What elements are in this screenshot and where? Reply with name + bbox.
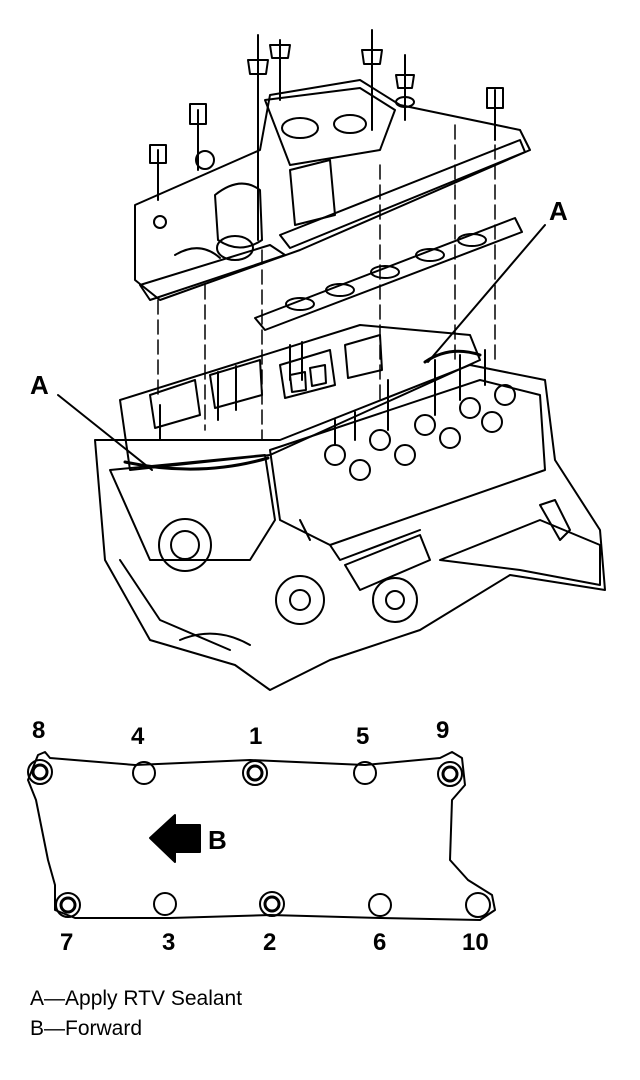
bolt-number: 1 bbox=[249, 723, 262, 750]
bolt-number: 6 bbox=[373, 929, 386, 956]
legend-item-rtv: A—Apply RTV Sealant bbox=[30, 984, 242, 1014]
bolt-number: 8 bbox=[32, 717, 45, 744]
legend-text: —Apply RTV Sealant bbox=[44, 987, 243, 1010]
bolt-3 bbox=[153, 892, 177, 916]
bolt-number: 9 bbox=[436, 717, 449, 744]
bolt-1 bbox=[242, 760, 268, 786]
callout-a-left: A bbox=[30, 370, 49, 400]
bolt-9 bbox=[437, 761, 463, 787]
valve-train bbox=[324, 349, 516, 481]
legend-text: —Forward bbox=[44, 1017, 143, 1040]
bolt-number: 5 bbox=[356, 723, 369, 750]
bolt-number: 7 bbox=[60, 929, 73, 956]
upper-intake-manifold bbox=[134, 79, 531, 301]
callout-b: B bbox=[208, 825, 227, 855]
bolt-2 bbox=[259, 891, 285, 917]
forward-arrow-icon bbox=[149, 814, 201, 863]
torque-sequence-diagram: B 8 4 1 5 9 7 3 2 6 10 bbox=[27, 717, 496, 956]
legend-key: B bbox=[30, 1017, 45, 1040]
legend-item-forward: B—Forward bbox=[30, 1014, 242, 1044]
bolt-number: 3 bbox=[162, 929, 175, 956]
bolt-4 bbox=[132, 761, 156, 785]
bolt-10 bbox=[465, 892, 491, 918]
bottom-row-numbers: 7 3 2 6 10 bbox=[60, 929, 489, 956]
callout-a-upper: A bbox=[549, 196, 568, 226]
lower-intake-manifold bbox=[119, 324, 481, 471]
manifold-outline bbox=[27, 751, 496, 921]
manifold-bolts bbox=[149, 29, 504, 241]
legend-key: A bbox=[30, 987, 45, 1010]
bolts bbox=[27, 759, 491, 918]
callout-leaders bbox=[57, 224, 546, 471]
bolt-5 bbox=[353, 761, 377, 785]
bolt-7 bbox=[55, 892, 81, 918]
legend: A—Apply RTV Sealant B—Forward bbox=[30, 984, 242, 1044]
top-row-numbers: 8 4 1 5 9 bbox=[32, 717, 449, 750]
alignment-lines bbox=[157, 124, 496, 441]
engine-block bbox=[94, 364, 606, 691]
engine-exploded-view: A A bbox=[30, 29, 606, 691]
bolt-8 bbox=[27, 759, 53, 785]
bolt-number: 4 bbox=[131, 723, 145, 750]
bolt-number: 2 bbox=[263, 929, 276, 956]
bolt-6 bbox=[368, 893, 392, 917]
upper-gasket bbox=[254, 217, 523, 331]
bolt-number: 10 bbox=[462, 929, 489, 956]
